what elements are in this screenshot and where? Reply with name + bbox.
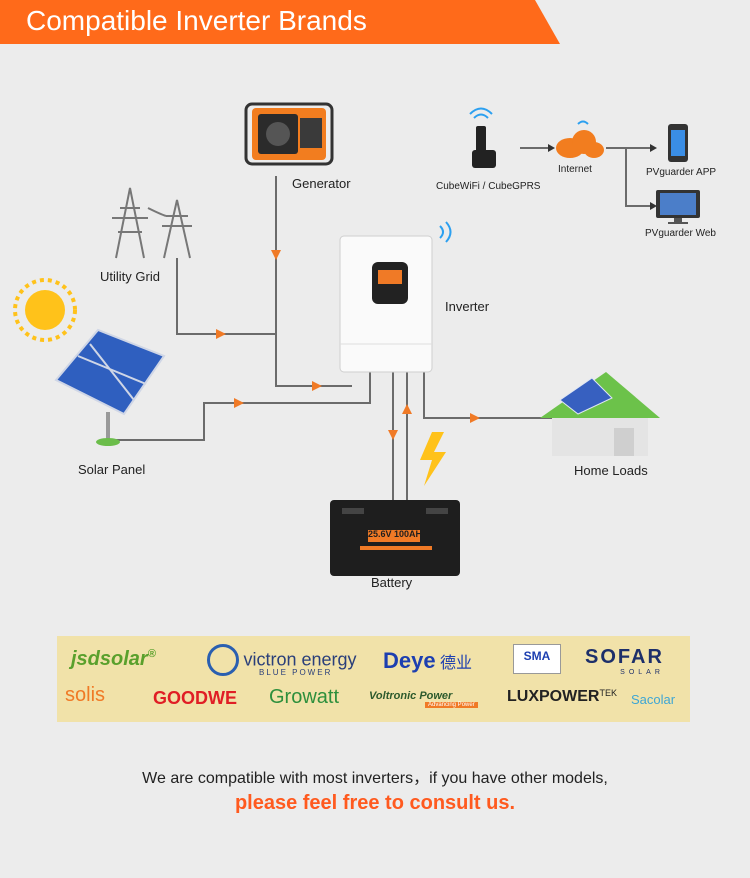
wire-solar [112,372,371,441]
solar-panel-label: Solar Panel [78,462,146,477]
pvguarder-app-label: PVguarder APP [646,167,717,178]
brand-sofar: SOFAR SOLAR [585,646,664,676]
wire-home [423,372,560,419]
inverter-label: Inverter [445,299,490,314]
system-diagram [13,102,700,576]
utility-grid-icon [112,187,192,259]
home-loads-label: Home Loads [574,463,648,478]
internet-label: Internet [558,164,592,175]
brand-logos-panel: jsdsolar® victron energy BLUE POWER Deye… [57,636,690,722]
arrow-gen-inverter [312,381,322,391]
phone-icon [668,124,688,162]
title-banner [0,0,560,44]
arrow-solar [234,398,244,408]
brand-sma: SMA [513,644,561,674]
wire-grid [176,258,276,335]
victron-logo-icon [207,644,239,676]
page-title: Compatible Inverter Brands [26,5,367,36]
generator-icon [244,102,334,166]
arrow-generator [271,250,281,260]
brand-growatt: Growatt [269,686,340,708]
bolt-icon [420,432,446,486]
house-icon [540,372,660,456]
cubewifi-icon [469,107,496,168]
pvguarder-web-label: PVguarder Web [645,228,716,239]
wire-generator [275,176,352,387]
arrow-grid [216,329,226,339]
cubewifi-label: CubeWiFi / CubeGPRS [436,181,541,192]
solar-panel-icon [54,328,166,446]
brand-luxpower: LUXPOWERTEK [507,688,617,705]
arrow-battery-down [388,430,398,440]
brand-solis: solis [65,684,106,706]
battery-icon [330,500,460,576]
battery-label: Battery [371,575,413,590]
monitor-icon [656,190,700,224]
utility-grid-label: Utility Grid [100,269,160,284]
consult-note: please feel free to consult us. [234,792,516,814]
internet-cloud-icon [556,120,604,158]
battery-spec-label: 25.6V 100AH [368,529,423,539]
brand-sacolar: Sacolar [631,692,676,707]
brand-jsdsolar: jsdsolar® [71,648,156,670]
brand-goodwe: GOODWE [153,688,237,708]
generator-label: Generator [292,176,351,191]
arrow-battery-up [402,404,412,414]
brand-deye: Deye 德业 [383,648,473,673]
sun-icon [13,278,77,342]
brand-voltronic: Voltronic Power Advancing Power [369,690,478,708]
wire-internet-web [625,148,650,207]
compatibility-note: We are compatible with most inverters，if… [142,770,608,787]
brand-victron: victron energy BLUE POWER [207,644,357,677]
inverter-icon [339,221,452,373]
arrow-home [470,413,480,423]
